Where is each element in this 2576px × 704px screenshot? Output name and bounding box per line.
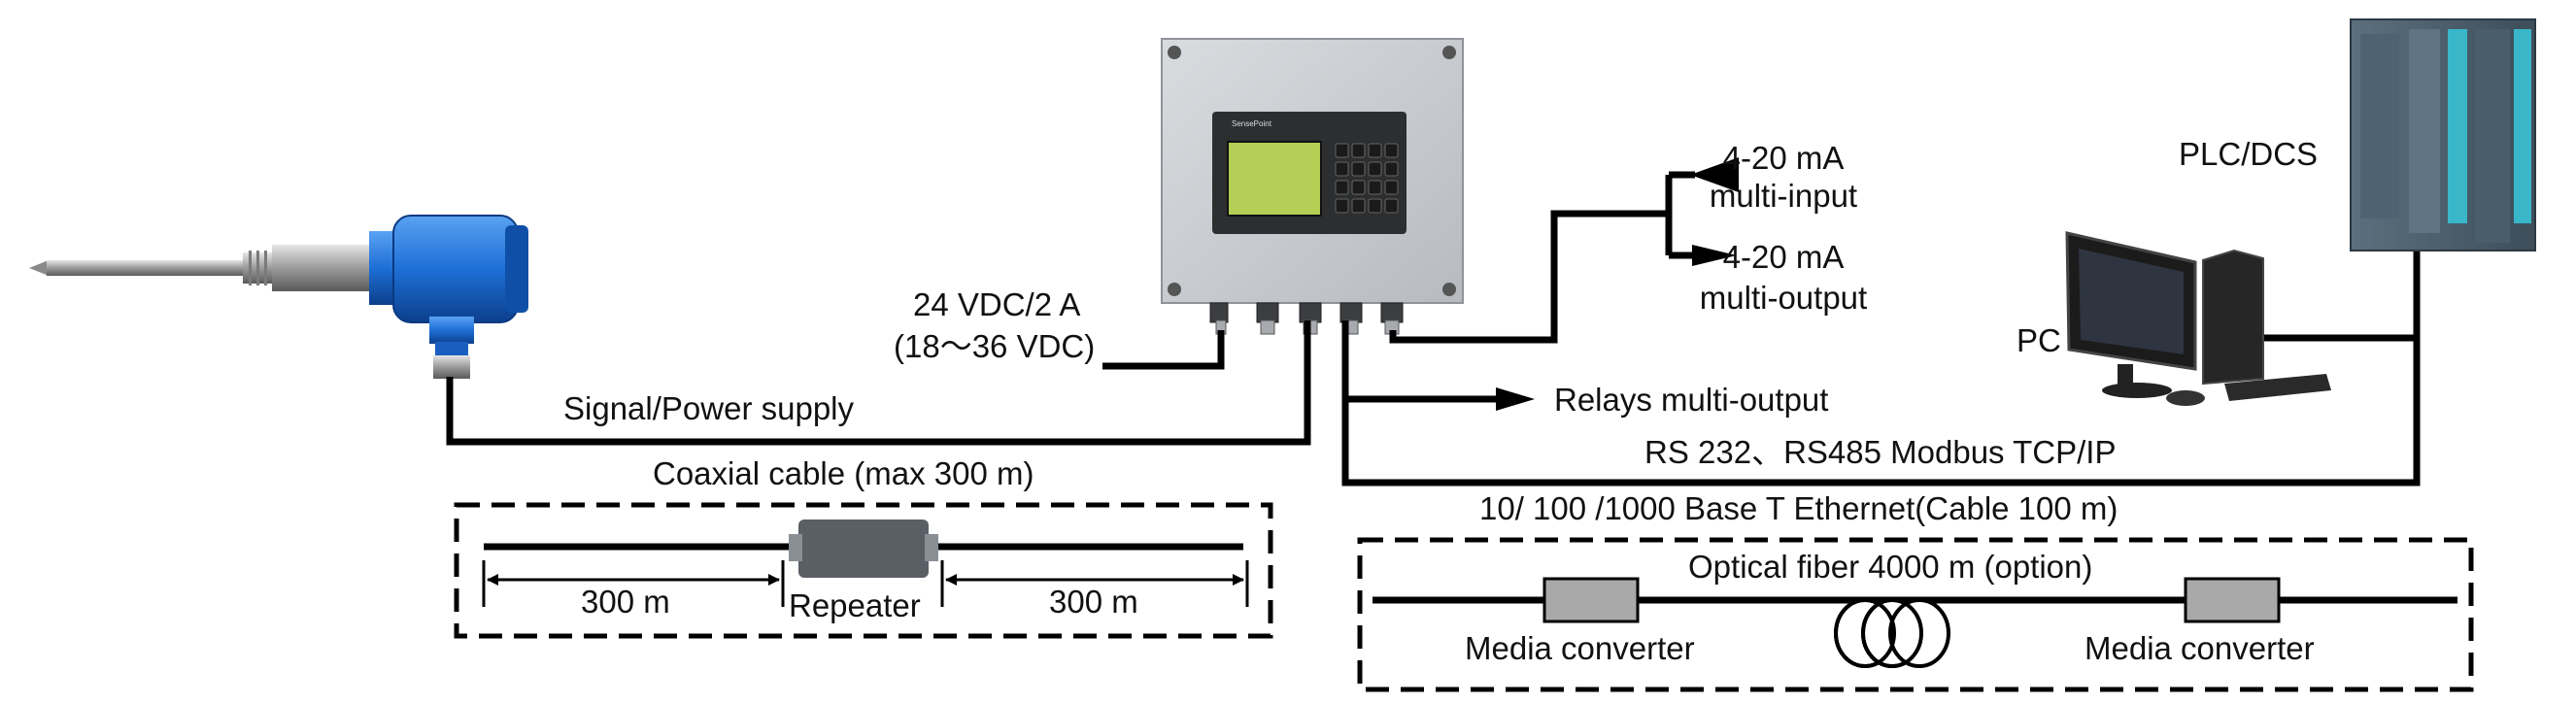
keypad-key <box>1335 161 1349 177</box>
input-label-bottom: multi-input <box>1710 178 1857 214</box>
wiring <box>446 171 2421 486</box>
pc-label: PC <box>2017 322 2061 358</box>
keypad-key <box>1368 180 1382 195</box>
keypad-key <box>1335 198 1349 214</box>
keypad-key <box>1335 180 1349 195</box>
output-label-bottom: multi-output <box>1700 280 1867 316</box>
keypad-key <box>1351 180 1366 195</box>
plc-rack-icon <box>2350 18 2536 251</box>
left-distance-label: 300 m <box>581 584 670 620</box>
input-label-top: 4-20 mA <box>1723 140 1845 176</box>
power-range-label: (18～36 VDC) <box>894 328 1095 364</box>
keypad-key <box>1368 143 1382 158</box>
level-sensor-probe-icon <box>29 215 528 379</box>
protocols-label: RS 232、RS485 Modbus TCP/IP <box>1644 434 2116 470</box>
controller-unit-icon: SensePoint <box>1161 38 1464 335</box>
keypad-key <box>1384 161 1399 177</box>
power-cable <box>1102 330 1225 370</box>
input-arrow-icon <box>1690 157 1739 192</box>
repeater-label: Repeater <box>789 587 921 623</box>
media-converter-right-icon <box>2184 577 2281 623</box>
keypad-key <box>1384 143 1399 158</box>
brand-label: SensePoint <box>1232 119 1272 128</box>
keypad-key <box>1368 198 1382 214</box>
repeater-box-icon <box>798 520 929 578</box>
media-converter-right-label: Media converter <box>2085 630 2315 666</box>
relays-label: Relays multi-output <box>1554 382 1828 418</box>
keypad <box>1335 143 1399 214</box>
analog-cable <box>1389 210 1669 344</box>
coaxial-repeater-panel <box>454 502 1273 639</box>
signal-power-cable <box>446 320 1311 446</box>
keypad-key <box>1351 161 1366 177</box>
keypad-key <box>1335 143 1349 158</box>
right-distance-label: 300 m <box>1049 584 1138 620</box>
media-converter-left-label: Media converter <box>1465 630 1695 666</box>
power-main-label: 24 VDC/2 A <box>913 286 1080 322</box>
signal-power-label: Signal/Power supply <box>563 390 854 426</box>
optical-label: Optical fiber 4000 m (option) <box>1688 549 2092 585</box>
output-arrow-icon <box>1692 245 1737 266</box>
media-converter-left-icon <box>1542 577 1640 623</box>
relay-arrow-icon <box>1496 387 1535 411</box>
keypad-key <box>1384 198 1399 214</box>
coaxial-label: Coaxial cable (max 300 m) <box>653 455 1034 491</box>
keypad-key <box>1384 180 1399 195</box>
plc-label: PLC/DCS <box>2179 136 2318 172</box>
keypad-key <box>1368 161 1382 177</box>
desktop-pc-icon <box>2065 231 2331 406</box>
fiber-coil-icon <box>1834 598 1950 668</box>
output-label-top: 4-20 mA <box>1723 239 1845 275</box>
optical-fiber-panel <box>1357 537 2474 692</box>
keypad-key <box>1351 198 1366 214</box>
ethernet-label: 10/ 100 /1000 Base T Ethernet(Cable 100 … <box>1479 490 2118 526</box>
keypad-key <box>1351 143 1366 158</box>
